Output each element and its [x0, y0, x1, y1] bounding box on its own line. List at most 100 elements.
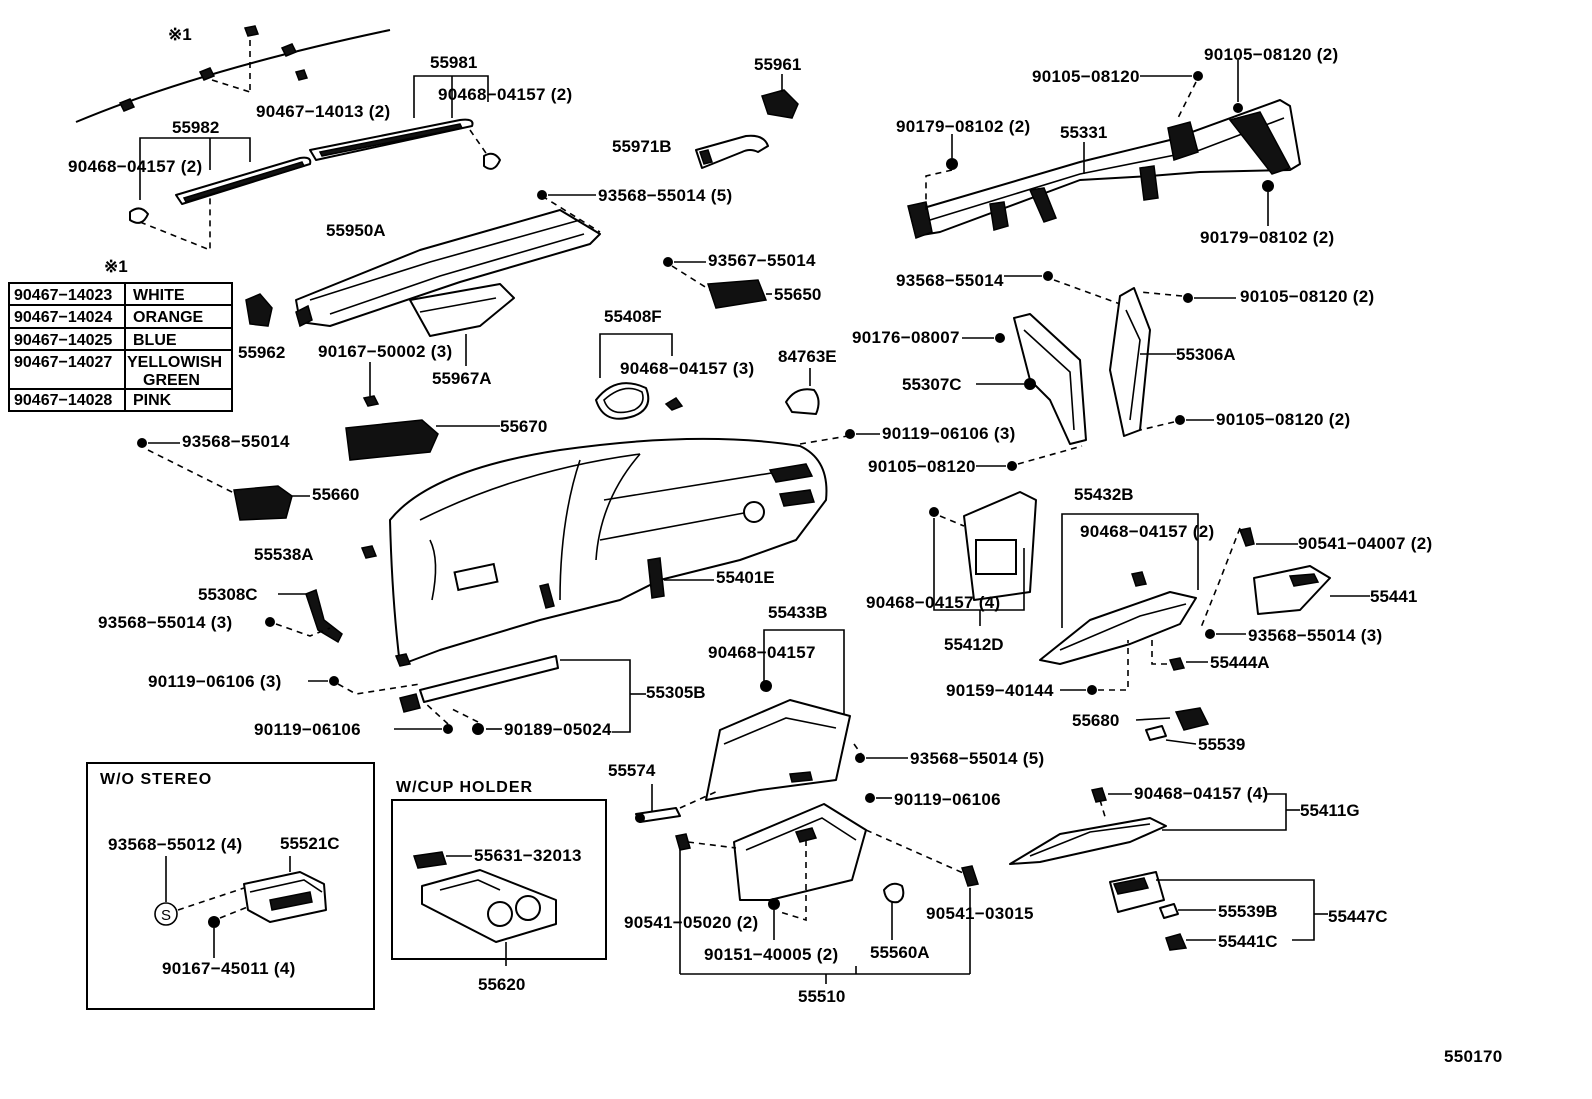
label-90179-08102-2-a: 90179−08102 (2) — [896, 117, 1030, 136]
color-table: 90467−14023 WHITE 90467−14024 ORANGE 904… — [8, 282, 233, 412]
instrument-panel — [389, 435, 849, 667]
figure-code: 550170 — [1444, 1047, 1503, 1066]
label-90468-04157-2-c: 90468−04157 (2) — [1080, 522, 1214, 541]
label-90176-08007: 90176−08007 — [852, 328, 960, 347]
label-90468-04157-4-b: 90468−04157 (4) — [1134, 784, 1268, 803]
label-90189-05024: 90189−05024 — [504, 720, 612, 739]
table-color-1: WHITE — [133, 287, 185, 304]
label-55408F: 55408F — [604, 307, 662, 326]
label-55411G: 55411G — [1300, 801, 1360, 820]
label-55539: 55539 — [1198, 735, 1245, 754]
label-90167-45011-4: 90167−45011 (4) — [162, 959, 296, 978]
label-90105-08120-a: 90105−08120 — [1032, 67, 1140, 86]
label-55444A: 55444A — [1210, 653, 1270, 672]
table-color-3: BLUE — [133, 332, 177, 349]
note1-table-label: ※1 — [104, 257, 128, 276]
label-55307C: 55307C — [902, 375, 962, 394]
label-90151-40005-2: 90151−40005 (2) — [704, 945, 838, 964]
part-55306A — [1109, 287, 1176, 437]
label-55510: 55510 — [798, 987, 845, 1006]
part-55433B — [705, 699, 851, 801]
label-55620: 55620 — [478, 975, 525, 994]
label-90468-04157-4-a: 90468−04157 (4) — [866, 593, 1000, 612]
label-55961: 55961 — [754, 55, 801, 74]
label-55981: 55981 — [430, 53, 477, 72]
label-55680: 55680 — [1072, 711, 1119, 730]
wo-stereo-title: W/O STEREO — [100, 771, 212, 788]
label-55670: 55670 — [500, 417, 547, 436]
label-55521C: 55521C — [280, 834, 340, 853]
label-55433B: 55433B — [768, 603, 828, 622]
label-90468-04157-2-b: 90468−04157 (2) — [68, 157, 202, 176]
table-color-4-line1: YELLOWISH — [127, 354, 222, 371]
label-55650: 55650 — [774, 285, 821, 304]
part-55650 — [706, 279, 772, 309]
label-55950A: 55950A — [326, 221, 386, 240]
label-93568-55014-5-a: 93568−55014 (5) — [598, 186, 732, 205]
cup-holder-title: W/CUP HOLDER — [396, 779, 533, 796]
part-55432B — [1039, 591, 1197, 665]
label-84763E: 84763E — [778, 347, 837, 366]
part-55670 — [345, 419, 500, 461]
label-55967A: 55967A — [432, 369, 492, 388]
label-55306A: 55306A — [1176, 345, 1236, 364]
label-55538A: 55538A — [254, 545, 314, 564]
label-55962: 55962 — [238, 343, 285, 362]
part-55412D — [963, 491, 1037, 601]
s-symbol: S — [161, 907, 171, 924]
cup-holder-section: W/CUP HOLDER 55631−32013 55620 — [391, 779, 607, 994]
part-55447C — [1109, 871, 1188, 951]
label-55574: 55574 — [608, 761, 656, 780]
side-defroster-nozzle — [695, 74, 799, 169]
table-color-2: ORANGE — [133, 309, 204, 326]
label-55631-32013: 55631−32013 — [474, 846, 582, 865]
label-55441C: 55441C — [1218, 932, 1278, 951]
table-part-5: 90467−14028 — [14, 392, 112, 409]
label-93568-55014-5-b: 93568−55014 (5) — [910, 749, 1044, 768]
label-90468-04157-a: 90468−04157 — [708, 643, 816, 662]
label-55331: 55331 — [1060, 123, 1107, 142]
label-55441: 55441 — [1370, 587, 1417, 606]
label-55401E: 55401E — [716, 568, 775, 587]
label-93568-55012-4: 93568−55012 (4) — [108, 835, 242, 854]
wo-stereo-section: W/O STEREO 93568−55012 (4) S 55521C 9016… — [86, 762, 375, 1010]
table-part-1: 90467−14023 — [14, 287, 112, 304]
label-90541-04007-2: 90541−04007 (2) — [1298, 534, 1432, 553]
part-55308C — [278, 588, 343, 644]
label-93568-55014-3-a: 93568−55014 (3) — [98, 613, 232, 632]
label-55447C: 55447C — [1328, 907, 1388, 926]
table-part-2: 90467−14024 — [14, 309, 112, 326]
label-90105-08120-2-c: 90105−08120 (2) — [1216, 410, 1350, 429]
reinforcement-55331 — [907, 99, 1301, 239]
label-90119-06106-a: 90119−06106 — [254, 720, 361, 739]
table-part-3: 90467−14025 — [14, 332, 112, 349]
label-90179-08102-2-b: 90179−08102 (2) — [1200, 228, 1334, 247]
label-55971B: 55971B — [612, 137, 672, 156]
part-55305B — [399, 655, 646, 733]
label-90541-05020-2: 90541−05020 (2) — [624, 913, 758, 932]
label-55308C: 55308C — [198, 585, 258, 604]
label-90541-03015: 90541−03015 — [926, 904, 1034, 923]
label-90105-08120-2-b: 90105−08120 (2) — [1240, 287, 1374, 306]
label-90119-06106-3-a: 90119−06106 (3) — [882, 424, 1016, 443]
label-90119-06106-3-b: 90119−06106 (3) — [148, 672, 282, 691]
label-90105-08120-2-a: 90105−08120 (2) — [1204, 45, 1338, 64]
label-93568-55014-a: 93568−55014 — [182, 432, 290, 451]
label-55539B: 55539B — [1218, 902, 1278, 921]
label-55412D: 55412D — [944, 635, 1004, 654]
label-90105-08120-b: 90105−08120 — [868, 457, 976, 476]
part-55307C — [976, 313, 1087, 445]
label-55560A: 55560A — [870, 943, 930, 962]
defroster-nozzle-right — [309, 75, 501, 170]
part-55660 — [233, 485, 310, 521]
part-55510 — [733, 803, 867, 901]
part-55967A — [409, 283, 515, 366]
label-55982: 55982 — [172, 118, 219, 137]
label-55660: 55660 — [312, 485, 359, 504]
label-90159-40144: 90159−40144 — [946, 681, 1054, 700]
part-55962 — [245, 293, 273, 327]
label-55432B: 55432B — [1074, 485, 1134, 504]
label-93568-55014-b: 93568−55014 — [896, 271, 1004, 290]
part-55408F — [595, 382, 684, 420]
label-93568-55014-3-b: 93568−55014 (3) — [1248, 626, 1382, 645]
